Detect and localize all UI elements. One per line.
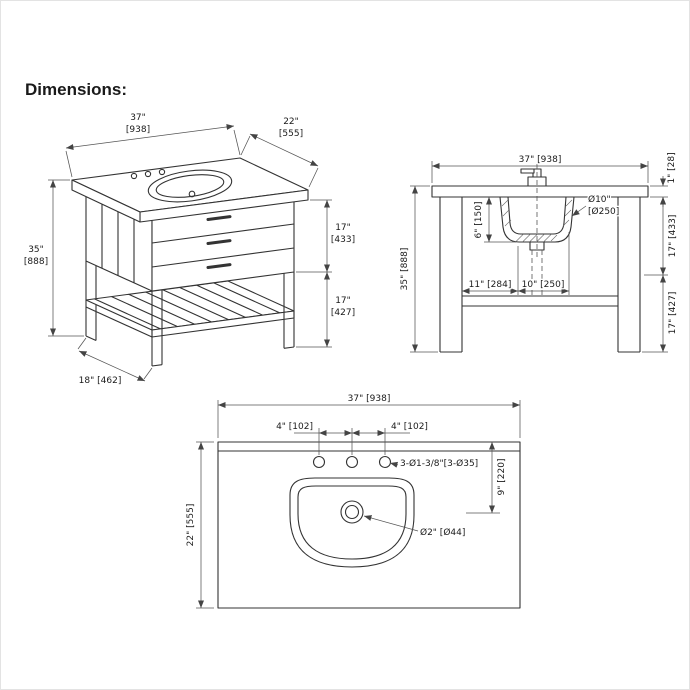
iso-drain-hole — [188, 190, 196, 198]
front-shelf — [462, 295, 618, 307]
front-sink-diameter-callout: Ø10" [Ø250] — [571, 193, 621, 218]
front-faucet — [520, 168, 547, 187]
top-back-offset-dimension: 9" [220] — [466, 442, 508, 514]
top-faucet-holes-label: 3-Ø1-3/8"[3-Ø35] — [400, 458, 478, 469]
top-width-label: 37" [938] — [348, 394, 391, 404]
front-total-height-dimension: 35" [888] — [399, 185, 438, 353]
front-counter-thickness-label: 1" [28] — [667, 152, 677, 183]
top-width-dimension: 37" [938] — [217, 393, 521, 438]
iso-upper-height-dimension: 17" [433] — [296, 199, 356, 273]
front-left-offset-label: 11" [284] — [469, 280, 512, 290]
front-sink-diameter-line2: [Ø250] — [588, 206, 619, 217]
drawer-handle — [206, 239, 232, 245]
page-title: Dimensions: — [25, 80, 127, 99]
iso-lower-height-mm: [427] — [331, 308, 355, 318]
top-drain-diameter-label: Ø2" [Ø44] — [420, 527, 465, 538]
iso-upper-height-in: 17" — [335, 223, 351, 233]
top-drain-outer — [340, 500, 364, 524]
iso-faucet-holes — [130, 168, 166, 180]
iso-height-mm: [888] — [24, 257, 48, 267]
iso-lower-height-dimension: 17" [427] — [296, 272, 356, 348]
iso-sink-basin — [147, 169, 233, 203]
iso-width-mm: [938] — [126, 125, 150, 135]
iso-bottom-depth-label: 18" [462] — [79, 376, 122, 386]
iso-front-left-leg — [151, 289, 163, 367]
iso-height-in: 35" — [28, 245, 44, 255]
front-upper-height-label: 17" [433] — [668, 215, 678, 258]
top-drain-inner — [344, 504, 360, 520]
iso-upper-height-mm: [433] — [331, 235, 355, 245]
top-depth-label: 22" [555] — [186, 504, 196, 547]
top-faucet-spacing-right-label: 4" [102] — [391, 422, 428, 432]
front-left-offset-dimension: 11" [284] — [462, 232, 570, 295]
front-sink-diameter-line1: Ø10" — [588, 194, 611, 205]
top-drain-callout: Ø2" [Ø44] — [363, 515, 467, 539]
front-left-leg — [439, 197, 463, 353]
iso-front-right-leg — [283, 272, 295, 349]
front-upper-height-dimension: 17" [433] — [644, 197, 679, 276]
front-sink-depth-dimension: 6" [150] — [473, 197, 516, 243]
front-drain-offset-dimension: 10" [250] — [518, 279, 569, 294]
top-faucet-spacing-left-label: 4" [102] — [276, 422, 313, 432]
front-right-leg — [617, 197, 641, 353]
front-width-label: 37" [938] — [519, 155, 562, 165]
iso-bottom-depth-dimension: 18" [462] — [77, 337, 153, 387]
front-countertop — [431, 185, 649, 198]
top-back-offset-label: 9" [220] — [497, 459, 507, 496]
front-lower-height-label: 17" [427] — [668, 292, 678, 335]
iso-depth-in: 22" — [283, 117, 299, 127]
top-sink-basin — [289, 477, 415, 568]
iso-width-in: 37" — [130, 113, 146, 123]
front-drain-offset-label: 10" [250] — [522, 280, 565, 290]
iso-lower-height-in: 17" — [335, 296, 351, 306]
front-total-height-label: 35" [888] — [400, 248, 410, 291]
top-depth-dimension: 22" [555] — [185, 441, 214, 609]
iso-depth-mm: [555] — [279, 129, 303, 139]
top-faucet-holes-callout: 3-Ø1-3/8"[3-Ø35] — [389, 457, 479, 470]
iso-height-dimension: 35" [888] — [23, 179, 84, 337]
drawer-handle — [206, 215, 232, 221]
iso-countertop — [71, 157, 309, 223]
top-view: 37" [938] 22" [555] 4" [102] 4" [102] 3-… — [185, 393, 521, 609]
front-lower-height-dimension: 17" [427] — [642, 275, 679, 353]
isometric-view: 37" [938] 22" [555] 35" [888] 17" [433] — [23, 112, 357, 388]
iso-slatted-shelf — [85, 280, 295, 338]
iso-cabinet-body — [85, 188, 295, 292]
front-sink-depth-label: 6" [150] — [474, 202, 484, 239]
iso-depth-dimension: 22" [555] — [240, 116, 319, 188]
top-faucet-spacing-dimensions: 4" [102] 4" [102] — [275, 421, 429, 455]
iso-width-dimension: 37" [938] — [65, 112, 241, 178]
drawer-handle — [206, 263, 232, 269]
front-counter-thickness-dimension: 1" [28] — [650, 151, 678, 207]
front-width-dimension: 37" [938] — [431, 154, 649, 183]
front-view: 37" [938] 1" [28] Ø10" [Ø250] 6" [150] 1… — [399, 151, 679, 353]
